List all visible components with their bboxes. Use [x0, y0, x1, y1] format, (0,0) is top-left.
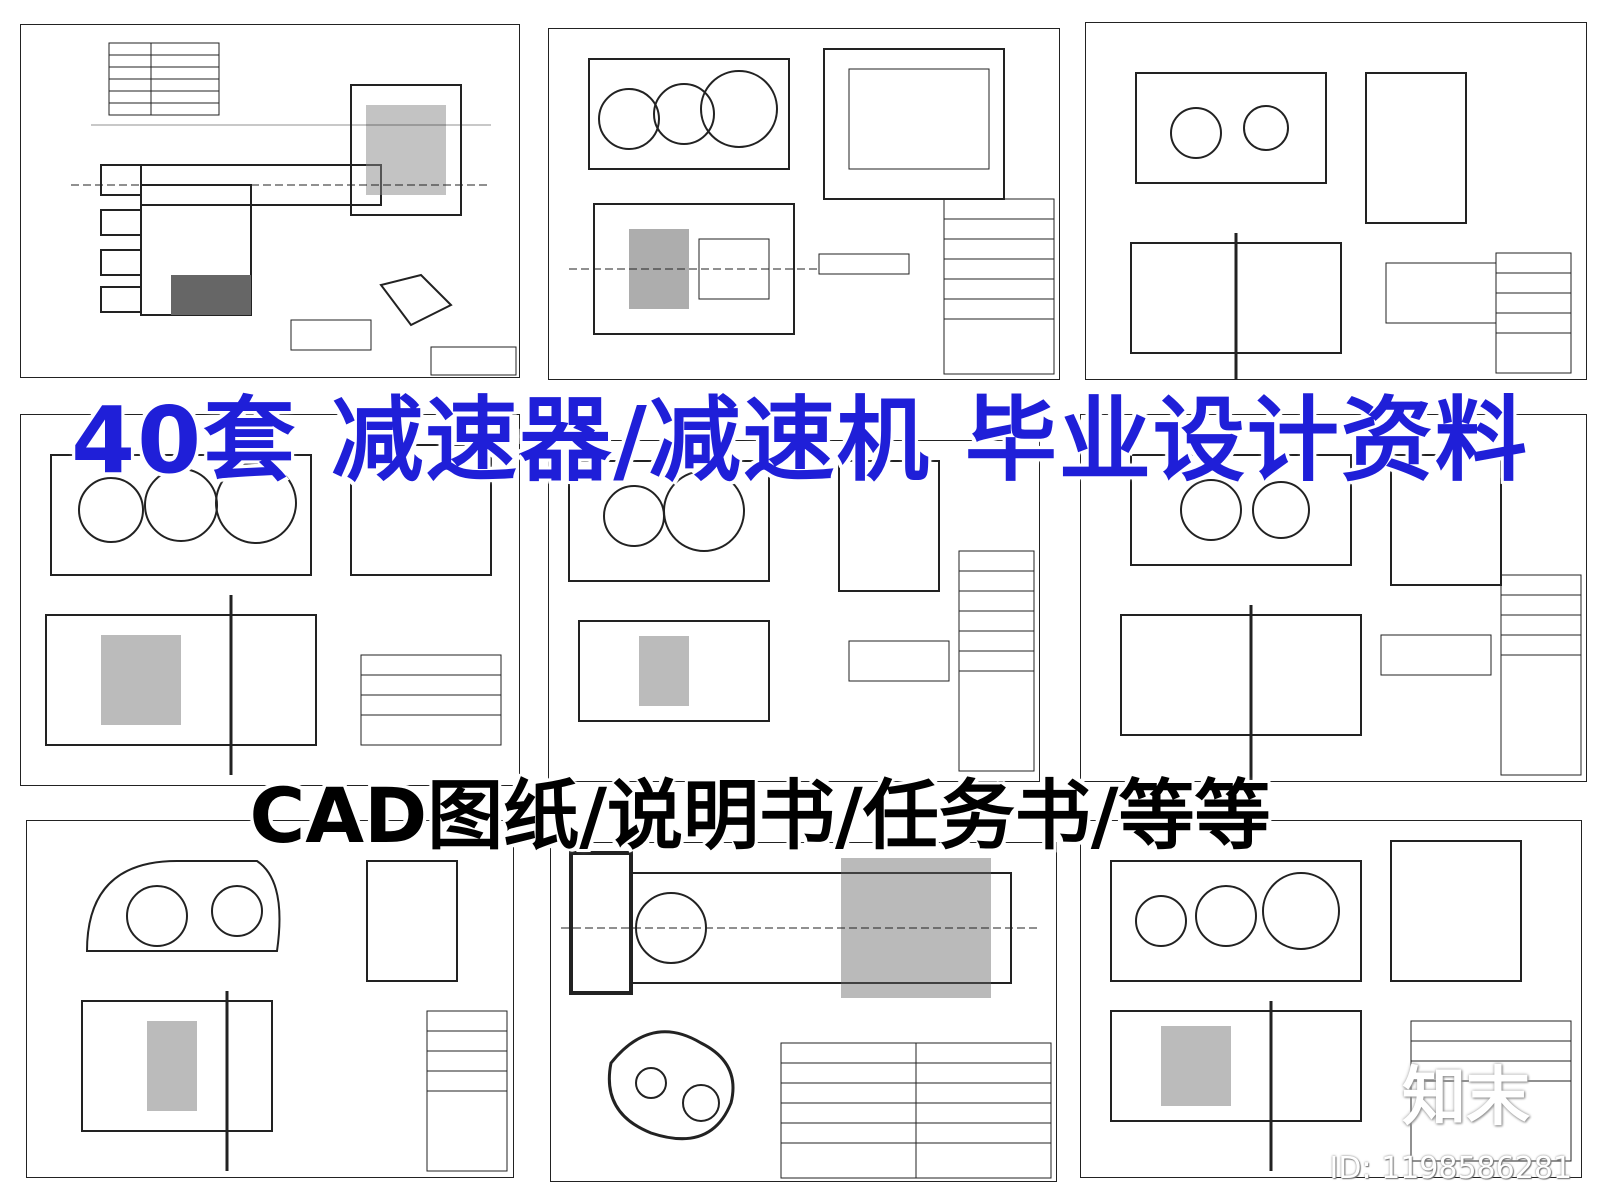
subheadline: CAD图纸/说明书/任务书/等等: [249, 771, 1271, 860]
headline: 40套 减速器/减速机 毕业设计资料: [71, 387, 1529, 494]
watermark-id: ID: 1198586281: [1329, 1151, 1572, 1186]
bevel-gear-reducer-drawing: [1120, 454, 1582, 781]
three-stage-reducer-drawing: [1110, 840, 1572, 1171]
drawing-sheet-8: [550, 842, 1057, 1182]
worm-reducer-drawing: [1130, 72, 1572, 379]
gearbox-assembly-drawing: [71, 42, 517, 376]
drawing-sheet-9: [1080, 820, 1582, 1178]
watermark-logo: 知末: [1402, 1061, 1530, 1135]
drawing-sheet-5: [548, 440, 1040, 782]
hoist-drum-assembly-drawing: [561, 851, 1052, 1179]
drawing-sheet-7: [26, 820, 514, 1178]
drawing-sheet-2: [548, 28, 1060, 380]
two-stage-reducer-drawing: [45, 444, 502, 775]
single-stage-reducer-drawing: [568, 460, 1035, 772]
drawing-sheet-1: [20, 24, 520, 378]
drawing-sheet-4: [20, 414, 520, 786]
spur-gear-reducer-drawing: [81, 860, 508, 1172]
drawing-sheet-3: [1085, 22, 1587, 380]
reducer-three-view-drawing: [569, 48, 1055, 375]
drawing-sheet-6: [1080, 414, 1587, 782]
